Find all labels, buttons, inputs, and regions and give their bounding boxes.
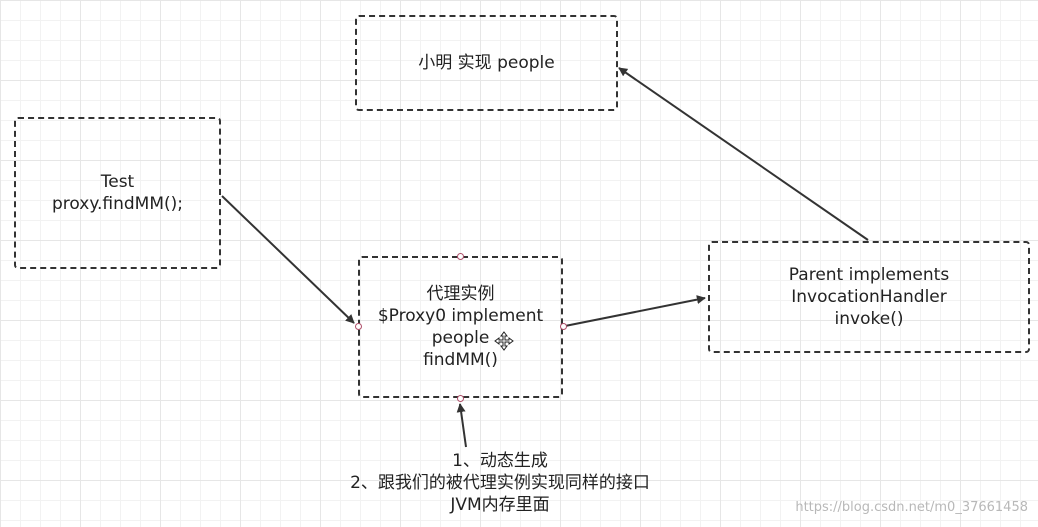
edge-parent-to-xiaoming[interactable] xyxy=(618,67,869,241)
node-proxy-line-4: findMM() xyxy=(423,350,498,370)
node-parent-handler[interactable]: Parent implements InvocationHandler invo… xyxy=(708,241,1030,353)
handle-left[interactable] xyxy=(355,323,362,330)
edge-proxy-to-parent[interactable] xyxy=(564,295,706,327)
node-parent-line-1: Parent implements xyxy=(788,265,950,285)
node-xiaoming-line-1: 小明 实现 people xyxy=(418,53,555,73)
generation-note: 1、动态生成 2、跟我们的被代理实例实现同样的接口 JVM内存里面 xyxy=(250,450,750,516)
handle-right[interactable] xyxy=(560,323,567,330)
node-proxy-line-2: $Proxy0 implement xyxy=(377,306,544,326)
edge-test-to-proxy[interactable] xyxy=(221,195,355,324)
node-parent-line-2: InvocationHandler xyxy=(791,287,947,307)
node-proxy-instance[interactable]: 代理实例 $Proxy0 implement people findMM() xyxy=(358,256,563,398)
note-line-3: JVM内存里面 xyxy=(450,495,550,515)
node-proxy-line-1: 代理实例 xyxy=(426,284,495,304)
node-parent-line-3: invoke() xyxy=(834,309,904,329)
move-cursor-icon xyxy=(494,331,514,351)
node-xiaoming[interactable]: 小明 实现 people xyxy=(355,15,618,111)
note-line-2: 2、跟我们的被代理实例实现同样的接口 xyxy=(350,473,650,493)
node-test-line-1: Test xyxy=(100,172,135,192)
handle-top[interactable] xyxy=(457,253,464,260)
watermark: https://blog.csdn.net/m0_37661458 xyxy=(795,500,1028,515)
node-proxy-line-3: people xyxy=(431,328,490,348)
note-line-1: 1、动态生成 xyxy=(452,451,548,471)
node-test[interactable]: Test proxy.findMM(); xyxy=(14,117,221,269)
edge-note-to-proxy[interactable] xyxy=(456,403,467,448)
handle-bottom[interactable] xyxy=(457,395,464,402)
node-test-line-2: proxy.findMM(); xyxy=(52,194,183,214)
